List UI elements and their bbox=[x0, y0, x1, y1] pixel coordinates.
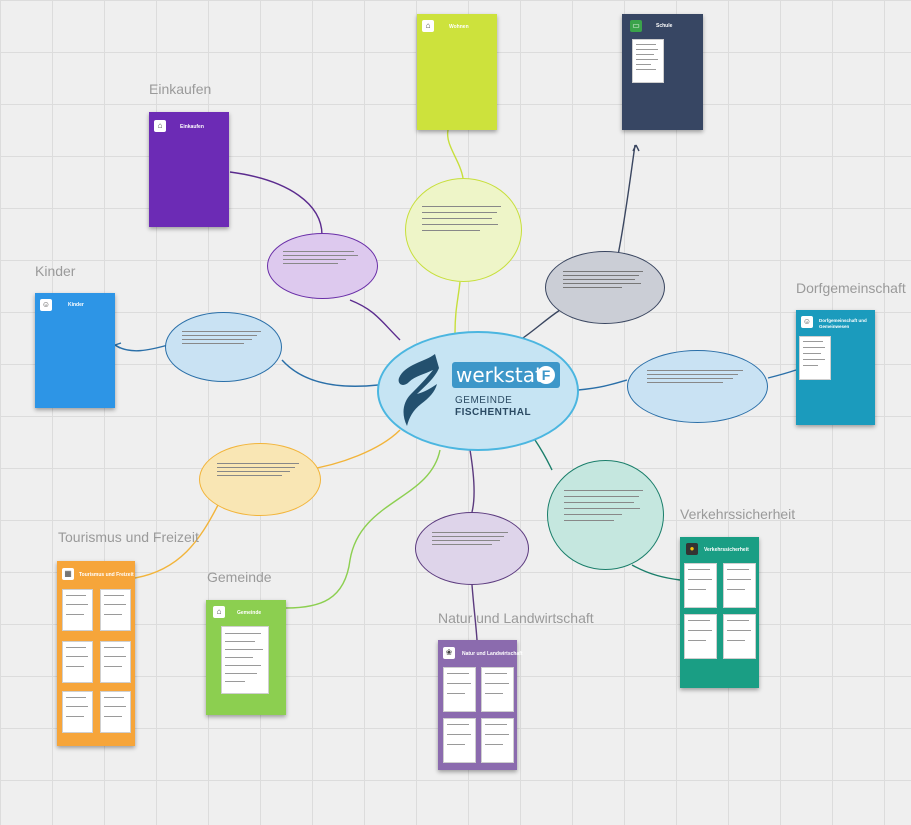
section-label-dorfgemeinschaft: Dorfgemeinschaft bbox=[796, 280, 906, 296]
card-natur[interactable]: ❀ Natur und Landwirtschaft bbox=[438, 640, 523, 770]
bubble-text-placeholder bbox=[283, 248, 361, 267]
central-topic-node[interactable] bbox=[377, 331, 579, 451]
card-title-kinder: Kinder bbox=[68, 302, 84, 308]
house-icon: ⌂ bbox=[422, 20, 434, 32]
section-label-tourismus: Tourismus und Freizeit bbox=[58, 529, 199, 545]
card-gemeinde[interactable]: ⌂ Gemeinde bbox=[206, 600, 286, 715]
document-thumbnail[interactable] bbox=[443, 718, 476, 763]
link-center-verkehr-bubble bbox=[534, 439, 553, 471]
card-title-verkehr: Verkehrssicherheit bbox=[704, 547, 749, 553]
document-thumbnail[interactable] bbox=[100, 641, 131, 683]
chalkboard-icon: ▭ bbox=[630, 20, 642, 32]
bubble-tourismus-notes[interactable] bbox=[199, 443, 321, 516]
section-label-kinder: Kinder bbox=[35, 263, 76, 279]
link-kinder-bubble-card bbox=[114, 344, 169, 352]
bubble-text-placeholder bbox=[422, 201, 505, 236]
logo-subtitle-2: FISCHENTHAL bbox=[455, 407, 532, 418]
document-thumbnail[interactable] bbox=[799, 336, 831, 380]
link-center-schule-bubble bbox=[519, 309, 561, 341]
bubble-kinder-notes[interactable] bbox=[165, 312, 282, 382]
logo-subtitle-1: GEMEINDE bbox=[455, 395, 513, 406]
shop-icon: ⌂ bbox=[154, 120, 166, 132]
bubble-einkaufen-notes[interactable] bbox=[267, 233, 378, 299]
link-verkehr-bubble-card bbox=[631, 564, 681, 581]
link-dorf-bubble-card bbox=[767, 369, 797, 379]
card-schule[interactable]: ▭ Schule bbox=[622, 14, 703, 130]
bubble-text-placeholder bbox=[647, 367, 747, 386]
link-center-gemeinde-card bbox=[285, 449, 441, 609]
fish-logo-icon bbox=[398, 354, 439, 426]
bubble-text-placeholder bbox=[216, 460, 303, 479]
document-thumbnail[interactable] bbox=[632, 39, 664, 83]
link-wohnen-bubble-card bbox=[446, 129, 464, 179]
link-einkaufen-bubble-card bbox=[229, 171, 323, 236]
card-title-natur: Natur und Landwirtschaft bbox=[462, 651, 523, 657]
map-icon: ▦ bbox=[62, 568, 74, 580]
card-kinder[interactable]: ☺ Kinder bbox=[35, 293, 115, 408]
document-thumbnail[interactable] bbox=[443, 667, 476, 712]
card-dorfgemeinschaft[interactable]: ☺ Dorfgemeinschaft und Gemeinwesen bbox=[796, 310, 875, 425]
document-thumbnail[interactable] bbox=[62, 589, 93, 631]
card-title-gemeinde: Gemeinde bbox=[237, 610, 262, 616]
card-title-dorfgemeinschaft: Dorfgemeinschaft und Gemeinwesen bbox=[819, 318, 867, 329]
section-label-gemeinde: Gemeinde bbox=[207, 569, 272, 585]
section-label-verkehr: Verkehrssicherheit bbox=[680, 506, 796, 522]
card-title-schule: Schule bbox=[656, 23, 673, 29]
document-thumbnail[interactable] bbox=[481, 667, 514, 712]
link-center-tourismus-bubble bbox=[304, 429, 401, 471]
section-label-einkaufen: Einkaufen bbox=[149, 81, 212, 97]
link-tourismus-bubble-card bbox=[134, 504, 219, 579]
link-center-wohnen-bubble bbox=[454, 281, 461, 334]
card-tourismus[interactable]: ▦ Tourismus und Freizeit bbox=[57, 561, 135, 746]
link-center-natur-bubble bbox=[469, 449, 475, 513]
document-thumbnail[interactable] bbox=[221, 626, 269, 694]
document-thumbnail[interactable] bbox=[723, 614, 756, 659]
bubble-schule-notes[interactable] bbox=[545, 251, 665, 324]
bubble-natur-notes[interactable] bbox=[415, 512, 529, 585]
card-title-wohnen: Wohnen bbox=[449, 24, 469, 30]
bubble-wohnen-notes[interactable] bbox=[405, 178, 522, 282]
document-thumbnail[interactable] bbox=[62, 691, 93, 733]
link-schule-bubble-card bbox=[617, 144, 636, 256]
bubble-text-placeholder bbox=[182, 328, 265, 347]
bubble-verkehr-notes[interactable] bbox=[547, 460, 664, 570]
document-thumbnail[interactable] bbox=[481, 718, 514, 763]
link-center-kinder-bubble bbox=[281, 359, 379, 387]
document-thumbnail[interactable] bbox=[684, 563, 717, 608]
link-center-dorf-bubble bbox=[577, 379, 628, 391]
logo-letter-badge: F bbox=[537, 366, 555, 384]
card-einkaufen[interactable]: ⌂ Einkaufen bbox=[149, 112, 229, 227]
document-thumbnail[interactable] bbox=[723, 563, 756, 608]
document-thumbnail[interactable] bbox=[100, 589, 131, 631]
card-title-einkaufen: Einkaufen bbox=[180, 124, 204, 130]
card-wohnen[interactable]: ⌂ Wohnen bbox=[417, 14, 497, 130]
traffic-light-icon: ● bbox=[686, 543, 698, 555]
community-icon: ☺ bbox=[801, 316, 813, 328]
card-verkehr[interactable]: ● Verkehrssicherheit bbox=[680, 537, 759, 688]
document-thumbnail[interactable] bbox=[62, 641, 93, 683]
bubble-text-placeholder bbox=[562, 268, 648, 291]
bubble-text-placeholder bbox=[564, 485, 647, 526]
bubble-dorfgemeinschaft-notes[interactable] bbox=[627, 350, 768, 423]
bubble-text-placeholder bbox=[431, 529, 513, 548]
section-label-natur: Natur und Landwirtschaft bbox=[438, 610, 594, 626]
link-center-einkaufen-bubble bbox=[349, 299, 401, 341]
document-thumbnail[interactable] bbox=[684, 614, 717, 659]
children-icon: ☺ bbox=[40, 299, 52, 311]
link-natur-bubble-card bbox=[471, 584, 478, 641]
document-thumbnail[interactable] bbox=[100, 691, 131, 733]
town-hall-icon: ⌂ bbox=[213, 606, 225, 618]
nature-icon: ❀ bbox=[443, 647, 455, 659]
card-title-tourismus: Tourismus und Freizeit bbox=[79, 572, 134, 578]
